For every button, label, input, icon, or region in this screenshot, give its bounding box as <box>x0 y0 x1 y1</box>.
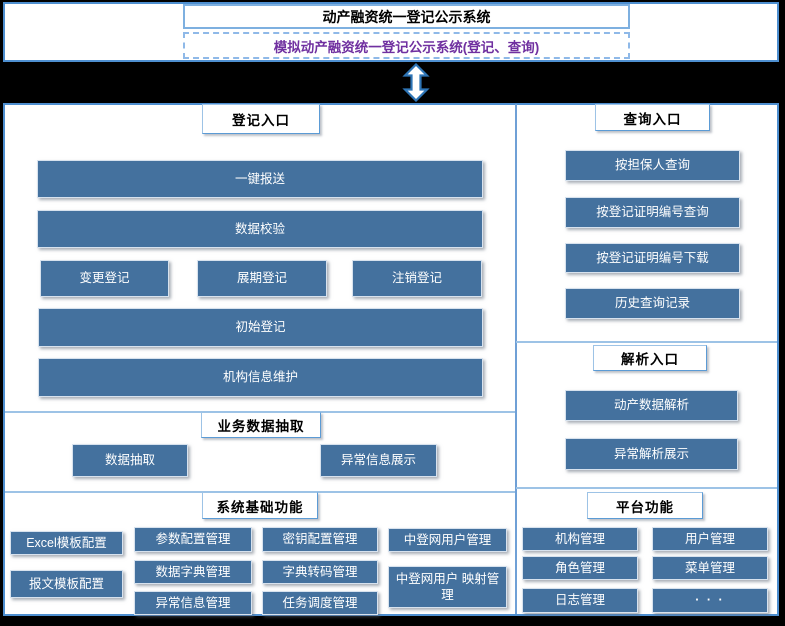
system-title: 动产融资统一登记公示系统 <box>322 8 491 25</box>
module-download-by-cert-no: 按登记证明编号下载 <box>565 243 740 273</box>
module-excel-template-config: Excel模板配置 <box>10 531 123 555</box>
module-menu-mgmt: 菜单管理 <box>652 556 768 580</box>
simulation-subtitle: 模拟动产融资统一登记公示系统(登记、查询) <box>273 39 540 55</box>
module-query-by-guarantor: 按担保人查询 <box>565 150 740 181</box>
module-dict-transcode-mgmt: 字典转码管理 <box>262 560 378 584</box>
module-org-info-maintenance: 机构信息维护 <box>38 358 483 397</box>
module-movable-data-parse: 动产数据解析 <box>565 390 738 421</box>
left-divider-1 <box>5 411 515 413</box>
right-divider-2 <box>516 487 777 489</box>
module-param-config-mgmt: 参数配置管理 <box>134 527 252 552</box>
simulation-subtitle-box: 模拟动产融资统一登记公示系统(登记、查询) <box>183 32 630 59</box>
module-user-mgmt: 用户管理 <box>652 527 768 551</box>
module-exception-parse-display: 异常解析展示 <box>565 438 738 470</box>
module-data-extraction: 数据抽取 <box>72 444 188 477</box>
module-exception-info-mgmt: 异常信息管理 <box>134 591 252 615</box>
column-divider <box>515 104 517 614</box>
section-header-query: 查询入口 <box>595 104 710 131</box>
section-header-platform-label: 平台功能 <box>616 499 674 515</box>
module-query-by-cert-no: 按登记证明编号查询 <box>565 197 740 228</box>
module-data-dictionary-mgmt: 数据字典管理 <box>134 560 252 584</box>
module-org-mgmt: 机构管理 <box>522 527 638 551</box>
module-zdw-user-mgmt: 中登网用户管理 <box>388 528 507 552</box>
up-down-arrow-icon <box>402 63 430 102</box>
module-task-schedule-mgmt: 任务调度管理 <box>262 591 378 615</box>
module-one-click-report: 一键报送 <box>37 160 483 198</box>
left-divider-2 <box>5 491 515 493</box>
right-divider-1 <box>516 341 777 343</box>
section-header-data-extraction-label: 业务数据抽取 <box>217 419 305 434</box>
module-exception-info-display: 异常信息展示 <box>320 444 437 477</box>
section-header-parse: 解析入口 <box>593 345 707 371</box>
section-header-system-basic-label: 系统基础功能 <box>216 499 304 515</box>
module-history-query-record: 历史查询记录 <box>565 288 740 319</box>
section-header-platform: 平台功能 <box>587 492 703 519</box>
section-header-registration-label: 登记入口 <box>232 113 290 128</box>
section-header-parse-label: 解析入口 <box>621 352 679 367</box>
module-role-mgmt: 角色管理 <box>522 556 638 580</box>
module-initial-registration: 初始登记 <box>38 308 483 347</box>
module-key-config-mgmt: 密钥配置管理 <box>262 527 378 552</box>
system-title-box: 动产融资统一登记公示系统 <box>183 4 630 29</box>
module-message-template-config: 报文模板配置 <box>10 570 123 598</box>
module-zdw-user-mapping-mgmt: 中登网用户 映射管理 <box>388 566 507 608</box>
module-cancellation-registration: 注销登记 <box>352 260 482 297</box>
section-header-query-label: 查询入口 <box>623 111 682 127</box>
section-header-data-extraction: 业务数据抽取 <box>201 412 321 438</box>
module-log-mgmt: 日志管理 <box>522 588 638 613</box>
module-data-validation: 数据校验 <box>37 210 483 248</box>
section-header-system-basic: 系统基础功能 <box>202 492 318 519</box>
module-extension-registration: 展期登记 <box>197 260 327 297</box>
module-more-ellipsis: · · · <box>652 588 768 613</box>
section-header-registration: 登记入口 <box>202 104 320 134</box>
module-change-registration: 变更登记 <box>40 260 169 297</box>
